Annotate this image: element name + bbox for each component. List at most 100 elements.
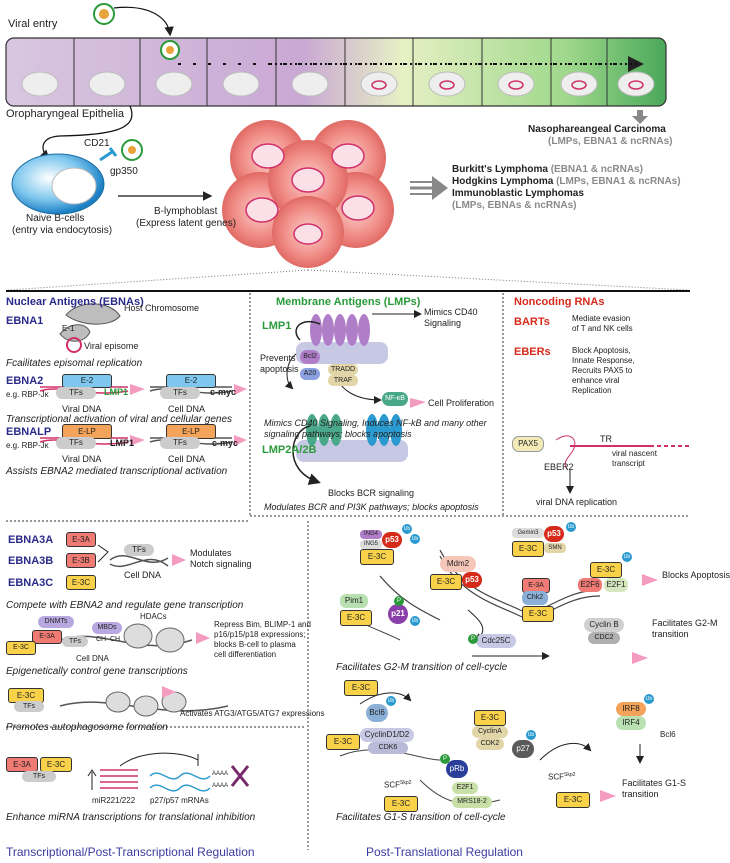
dnmts-box: DNMTs [38, 616, 74, 628]
lmp1-black-label: LMP1 [110, 438, 135, 448]
barts-label: BARTs [514, 316, 550, 328]
tfs-box-3: TFs [56, 437, 96, 449]
ub-icon-1: Ub [402, 524, 412, 534]
burkitt-sub: (EBNA1 & ncRNAs) [550, 164, 643, 175]
ebna2-caption: Transcriptional activation of viral and … [6, 414, 233, 425]
phospho-cdc25c: P [468, 634, 478, 644]
lmp2-caption: Modulates BCR and PI3K pathways; blocks … [264, 502, 479, 512]
barts-desc-1: Mediate evasion [572, 314, 631, 323]
nc-header: Noncoding RNAs [514, 296, 605, 308]
naive-b-cell [11, 153, 105, 215]
tfs-box-7: TFs [14, 701, 44, 712]
mdm2-box: Mdm2 [440, 556, 476, 572]
epithelia-label: Oropharyngeal Epithelia [6, 108, 125, 120]
pim1-box: Pim1 [340, 594, 368, 608]
e3c-box-3: E-3C [8, 688, 44, 703]
hodgkin-sub: (LMPs, EBNA1 & ncRNAs) [556, 176, 681, 187]
e3c-g2m-2: E-3C [430, 574, 462, 590]
ebna1-caption: Fcailitates episomal replication [6, 358, 143, 369]
p27mrna-label: p27/p57 mRNAs [150, 796, 209, 805]
burkitt-label: Burkitt's Lymphoma [452, 164, 548, 175]
e3b-box: E-3B [66, 553, 96, 568]
e3c-box: E-3C [66, 575, 96, 590]
post-translational-label: Post-Translational Regulation [366, 845, 523, 859]
lmp1-caption-1: Mimics CD40 Signaling, Induces NF-kB and… [264, 418, 487, 428]
facilitates-g1s-1: Facilitates G1-S [622, 778, 687, 788]
lmp1-green-label: LMP1 [104, 387, 129, 397]
prevents-label: Prevents [260, 353, 296, 363]
ebna3b-label: EBNA3B [8, 555, 54, 567]
lmp1-caption-2: signaling pathways; blocks apoptosis [264, 429, 412, 439]
blocks-apoptosis-label: Blocks Apoptosis [662, 570, 730, 580]
ebna3-caption: Compete with EBNA2 and regulate gene tra… [6, 600, 244, 611]
ub-icon-7: Ub [526, 730, 536, 740]
ub-icon-2: Ub [410, 534, 420, 544]
rbp-label-2: e.g. RBP-Jκ [6, 441, 49, 450]
phospho-p21: P [394, 596, 404, 606]
a20-box: A20 [300, 368, 320, 380]
ch3-label-2: CH [110, 636, 121, 643]
lmp-header: Membrane Antigens (LMPs) [276, 296, 421, 308]
p21-box: p21 [388, 604, 408, 624]
ebers-desc-5: Replication [572, 386, 612, 395]
ebna3a-label: EBNA3A [8, 534, 54, 546]
cell-dna-label-4: Cell DNA [76, 654, 109, 663]
ebnalp-label: EBNALP [6, 426, 52, 438]
naive-b-label: Naive B-cells [26, 213, 85, 224]
tfs-box-2: TFs [160, 387, 200, 399]
epithelia-cells [5, 37, 667, 107]
ebna1-label: EBNA1 [6, 315, 44, 327]
diagram-canvas [5, 3, 690, 850]
ebna2-label: EBNA2 [6, 375, 44, 387]
cmyc-label-2: c-myc [212, 438, 239, 448]
viral-episome-label: Viral episome [84, 341, 139, 351]
ebnalp-caption: Assists EBNA2 mediated transcriptional a… [6, 466, 228, 477]
cell-dna-label-2: Cell DNA [168, 454, 206, 464]
epi-caption: Epigenetically control gene transcriptio… [6, 666, 188, 677]
transcriptional-regulation-label: Transcriptional/Post-Transcriptional Reg… [6, 845, 255, 859]
cdk6-box: CDK6 [368, 742, 408, 754]
traf-box: TRAF [328, 375, 358, 386]
tr-label: TR [600, 434, 612, 444]
e3a-box-4: E-3A [6, 757, 38, 772]
tradd-box: TRADD [328, 364, 358, 375]
hdacs-label: HDACs [140, 612, 167, 621]
hodgkin-line: Hodgkins Lymphoma (LMPs, EBNA1 & ncRNAs) [452, 176, 681, 187]
scf-label-2: SCFSkp2 [548, 772, 575, 782]
cyclina-box: CyclinA [472, 726, 508, 738]
p27-box: p27 [512, 740, 534, 758]
cdc25c-box: Cdc25C [476, 634, 516, 648]
p53-box-2: p53 [462, 572, 482, 588]
tfs-box-6: TFs [62, 636, 88, 647]
immuno-label: Immunoblastic Lymphomas [452, 188, 584, 199]
e1-label: E-1 [62, 324, 75, 333]
chk2-box: Chk2 [522, 591, 548, 605]
irf4-box: IRF4 [616, 716, 646, 730]
virion-top-icon [93, 3, 115, 25]
facilitates-g1s-2: transition [622, 789, 659, 799]
cd21-label: CD21 [84, 138, 110, 149]
ebers-desc-1: Block Apoptosis, [572, 346, 631, 355]
tfs-box-5: TFs [124, 544, 154, 556]
auto-caption: Promotes autophagosome formation [6, 722, 168, 733]
scf-label-1: SCFSkp2 [384, 780, 411, 790]
e2-box-1: E-2 [62, 374, 112, 388]
scf-sup-2: Skp2 [564, 772, 576, 778]
burkitt-line: Burkitt's Lymphoma (EBNA1 & ncRNAs) [452, 164, 643, 175]
facilitates-g2m-1: Facilitates G2-M [652, 618, 718, 628]
cyclind-box: CyclinD1/D2 [360, 728, 414, 742]
e3c-g1s-5: E-3C [556, 792, 590, 808]
cmyc-label-1: c-myc [210, 387, 237, 397]
notch-label: Notch signaling [190, 559, 252, 569]
ebers-desc-4: enhance viral [572, 376, 620, 385]
ebna-header: Nuclear Antigens (EBNAs) [6, 296, 144, 308]
e3c-g2m-5: E-3C [340, 610, 372, 626]
gp350-label: gp350 [110, 166, 138, 177]
aaaa-label-1: AAAA [212, 771, 229, 777]
tfs-box-4: TFs [160, 437, 200, 449]
npc-sub: (LMPs, EBNA1 & ncRNAs) [548, 136, 673, 147]
e2f1-box: E2F1 [604, 578, 628, 592]
cyclinb-box: Cyclin B [584, 618, 624, 632]
nfkb-box: NF-κB [382, 392, 408, 406]
e3c-g1s-3: E-3C [474, 710, 506, 726]
